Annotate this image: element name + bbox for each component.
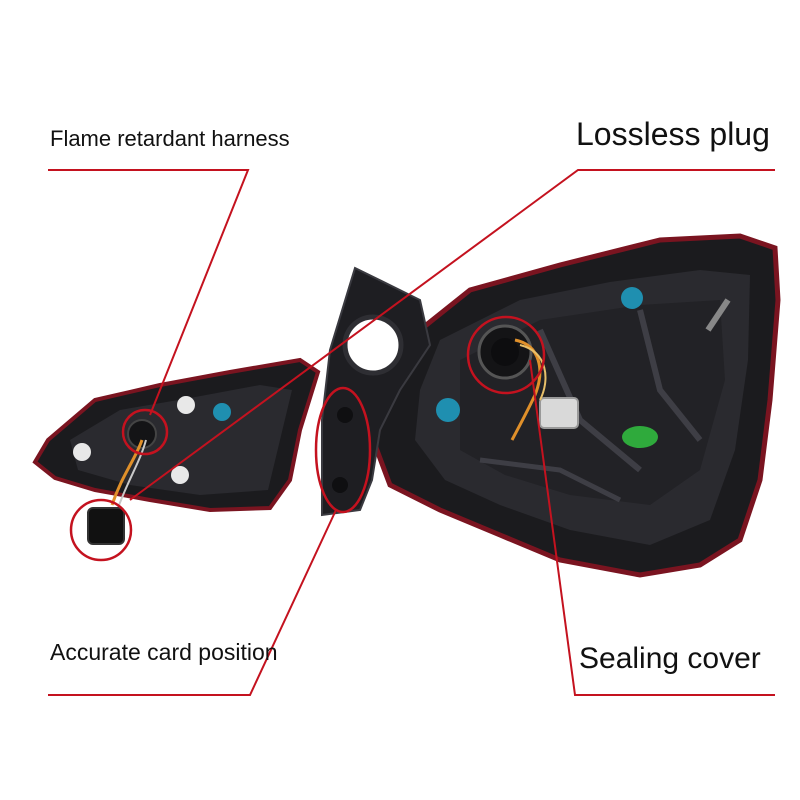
- lossless-leader-line: [129, 169, 775, 501]
- flame-leader-line: [48, 169, 250, 416]
- flame-harness-circle: [121, 408, 169, 456]
- lossless-plug-circle: [466, 315, 546, 395]
- sealing-cover-label: Sealing cover: [579, 642, 761, 675]
- flame-retardant-harness-label: Flame retardant harness: [50, 126, 290, 151]
- accurate-leader-line: [48, 509, 337, 696]
- card-position-ellipse: [314, 386, 372, 514]
- lossless-plug-label: Lossless plug: [576, 116, 770, 152]
- connector-circle: [69, 498, 133, 562]
- accurate-card-position-label: Accurate card position: [50, 639, 278, 665]
- callout-lines: [48, 169, 775, 696]
- callout-circles: [69, 315, 546, 562]
- sealing-leader-line: [529, 359, 775, 696]
- outer-tail-light: [372, 233, 781, 578]
- inner-tail-light: [32, 357, 321, 545]
